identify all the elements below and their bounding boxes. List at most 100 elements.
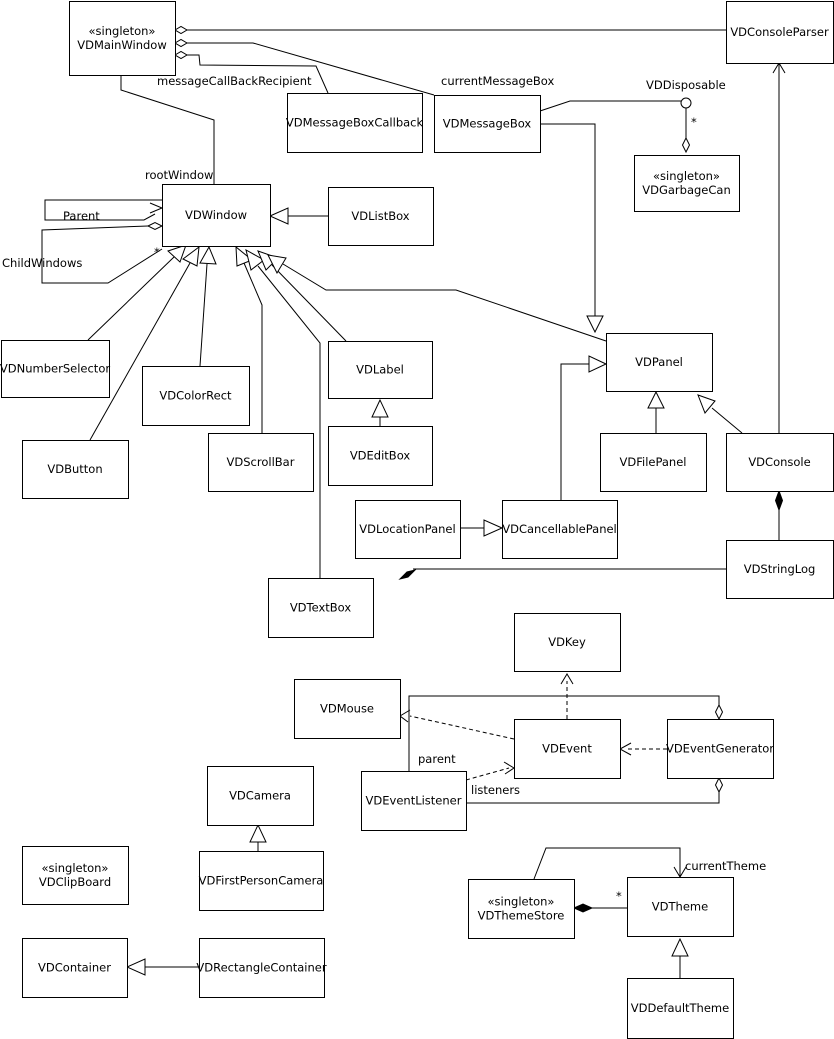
label-listeners: listeners	[471, 783, 520, 797]
generalization-triangle	[235, 245, 253, 267]
label-message-callback-recipient: messageCallBackRecipient	[157, 74, 312, 88]
class-name: VDColorRect	[159, 389, 232, 403]
class-stereotype: «singleton»	[89, 24, 156, 38]
class-box	[22, 440, 129, 499]
class-msgboxcallback: VDMessageBoxCallback	[286, 93, 423, 153]
class-consoleparser: VDConsoleParser	[726, 1, 834, 64]
class-name: VDPanel	[635, 355, 683, 369]
class-name: VDFirstPersonCamera	[199, 874, 324, 888]
class-box	[199, 851, 324, 911]
class-rectanglecontainer: VDRectangleContainer	[196, 938, 327, 998]
class-filepanel: VDFilePanel	[600, 433, 707, 492]
aggregation-diamond	[174, 38, 188, 48]
class-name: VDContainer	[38, 961, 111, 975]
class-name: VDLocationPanel	[359, 522, 455, 536]
class-name: VDDefaultTheme	[631, 1001, 729, 1015]
class-box	[361, 771, 467, 831]
composition-diamond	[774, 489, 784, 512]
class-garbagecan: «singleton»VDGarbageCan	[634, 155, 740, 212]
mainwindow-messagebox-association	[181, 42, 435, 96]
label-window-generalization	[271, 264, 347, 342]
class-box	[142, 366, 250, 426]
class-box	[726, 1, 834, 64]
class-box	[328, 341, 433, 399]
label-vd-disposable: VDDisposable	[646, 78, 726, 92]
class-name: VDLabel	[356, 363, 404, 377]
class-box	[514, 719, 621, 779]
class-colorrect: VDColorRect	[142, 366, 250, 426]
colorrect-window-generalization	[199, 263, 208, 367]
class-box	[726, 433, 834, 492]
generalization-triangle	[267, 254, 287, 275]
generalization-triangle	[249, 823, 267, 843]
class-firstpersoncamera: VDFirstPersonCamera	[199, 851, 324, 911]
label-parent: Parent	[63, 209, 100, 223]
class-stereotype: «singleton»	[488, 895, 555, 909]
class-name: VDConsole	[748, 455, 810, 469]
class-name: VDMessageBox	[443, 117, 532, 131]
class-box	[207, 766, 314, 826]
numberselector-window-generalization	[87, 256, 175, 341]
generalization-triangle	[647, 390, 665, 409]
cancellablepanel-panel-generalization	[560, 363, 589, 500]
class-themestore: «singleton»VDThemeStore	[468, 879, 575, 939]
eventgenerator-parent-aggregation	[408, 695, 720, 771]
class-stereotype: «singleton»	[42, 861, 109, 875]
class-editbox: VDEditBox	[328, 426, 433, 486]
class-box	[69, 1, 176, 76]
class-box	[22, 938, 128, 998]
aggregation-diamond	[174, 25, 188, 35]
scrollbar-window-generalization	[243, 262, 263, 433]
composition-diamond	[572, 903, 594, 913]
class-name: VDStringLog	[744, 562, 816, 576]
class-box	[627, 978, 734, 1039]
label-current-message-box: currentMessageBox	[441, 74, 554, 88]
button-window-generalization	[89, 262, 191, 441]
arrowhead	[149, 202, 164, 214]
messagebox-disposable-realization	[539, 100, 681, 112]
class-name: VDConsoleParser	[730, 25, 829, 39]
class-camera: VDCamera	[207, 766, 314, 826]
class-panel: VDPanel	[606, 333, 713, 392]
class-name: VDEventGenerator	[666, 742, 774, 756]
class-box	[514, 613, 621, 672]
class-stringlog: VDStringLog	[726, 540, 834, 599]
class-cancellablepanel: VDCancellablePanel	[502, 500, 618, 559]
class-stereotype: «singleton»	[653, 169, 720, 183]
label-current-theme: currentTheme	[685, 859, 766, 873]
class-container: VDContainer	[22, 938, 128, 998]
class-box	[606, 333, 713, 392]
class-window: VDWindow	[162, 184, 271, 247]
class-locationpanel: VDLocationPanel	[355, 500, 461, 559]
label-child-windows: ChildWindows	[2, 256, 82, 270]
class-mouse: VDMouse	[294, 679, 401, 739]
class-name: VDKey	[548, 635, 586, 649]
class-box	[162, 184, 271, 247]
generalization-triangle	[125, 958, 146, 976]
label-child-multiplicity: *	[154, 245, 160, 259]
class-msgbox: VDMessageBox	[434, 95, 541, 153]
class-box	[634, 155, 740, 212]
label-theme-multiplicity: *	[616, 889, 622, 903]
class-button: VDButton	[22, 440, 129, 499]
class-key: VDKey	[514, 613, 621, 672]
event-mouse-dependency	[409, 715, 515, 740]
generalization-triangle	[371, 398, 389, 418]
window-childwindows-self-association	[41, 225, 163, 284]
generalization-triangle	[199, 245, 217, 265]
class-numberselector: VDNumberSelector	[0, 340, 110, 398]
class-box	[355, 500, 461, 559]
class-box	[268, 578, 374, 638]
connector-labels: messageCallBackRecipient currentMessageB…	[2, 74, 766, 903]
class-scrollbar: VDScrollBar	[208, 433, 314, 492]
class-box	[600, 433, 707, 492]
class-name: VDClipBoard	[39, 875, 111, 889]
class-event: VDEvent	[514, 719, 621, 779]
aggregation-diamond	[681, 136, 691, 154]
class-box	[294, 679, 401, 739]
class-textbox: VDTextBox	[268, 578, 374, 638]
class-box	[726, 540, 834, 599]
window-parent-self-association	[44, 199, 162, 221]
